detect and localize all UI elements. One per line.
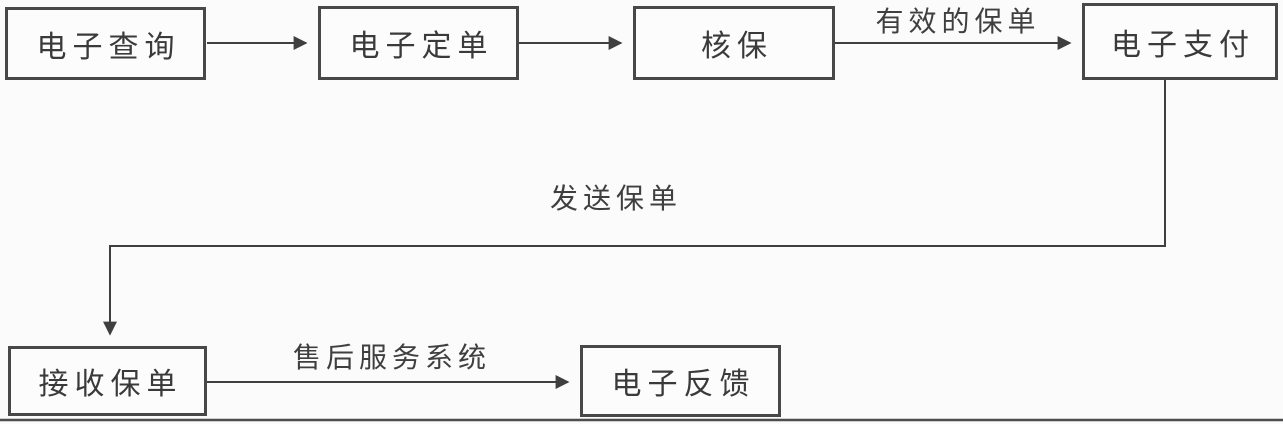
node-label-electronic-payment: 电子支付 (1111, 27, 1255, 63)
node-electronic-payment: 电子支付 (1082, 3, 1278, 80)
node-label-underwriting: 核保 (701, 29, 773, 64)
node-underwriting: 核保 (633, 6, 835, 80)
node-label-receive-policy: 接收保单 (38, 367, 183, 402)
node-electronic-feedback: 电子反馈 (580, 345, 781, 417)
edge-payment-to-receive (103, 80, 1166, 336)
edge-label-send-policy: 发送保单 (549, 182, 682, 215)
edge-label-valid-policy: 有效的保单 (875, 5, 1041, 38)
node-label-electronic-feedback: 电子反馈 (611, 367, 756, 402)
edge-label-after-sales-service-system: 售后服务系统 (292, 341, 491, 374)
node-receive-policy: 接收保单 (8, 346, 207, 416)
node-electronic-order: 电子定单 (318, 6, 519, 80)
node-label-electronic-order: 电子定单 (349, 29, 494, 64)
node-electronic-inquiry: 电子查询 (5, 7, 206, 80)
node-label-electronic-inquiry: 电子查询 (36, 29, 181, 65)
